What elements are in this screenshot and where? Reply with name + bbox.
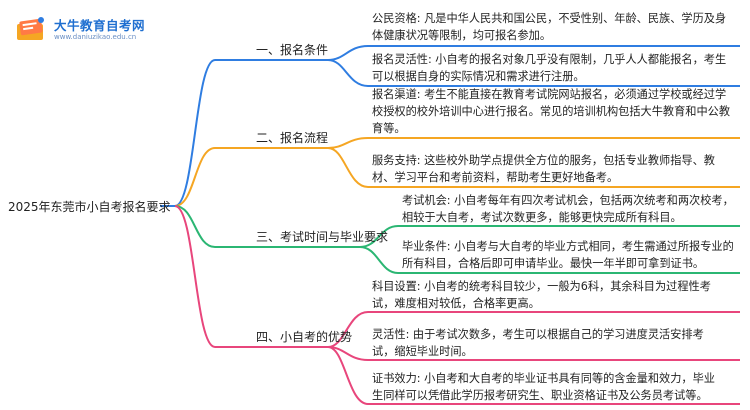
leaf-connector-4b <box>327 346 740 361</box>
leaf-connector-3a <box>359 225 740 248</box>
root-topic: 2025年东莞市小自考报名要求 <box>8 200 171 214</box>
leaf-connector-2a <box>327 137 740 149</box>
leaf-connector-3b <box>359 246 740 274</box>
branch-connector-1 <box>174 59 248 207</box>
leaf-3b: 毕业条件: 小自考与大自考的毕业方式相同，考生需通过所报专业的所有科目，合格后即… <box>402 240 734 270</box>
leaf-3a: 考试机会: 小自考每年有四次考试机会，包括两次统考和两次校考，相较于大自考，考试… <box>402 194 734 224</box>
leaf-4c: 证书效力: 小自考和大自考的毕业证书具有同等的含金量和效力，毕业生同样可以凭借此… <box>372 372 715 402</box>
leaf-2a: 报名渠道: 考生不能直接在教育考试院网站报名，必须通过学校或经过学校授权的校外培… <box>372 88 731 135</box>
branch-label-4: 四、小自考的优势 <box>256 330 353 344</box>
leaf-1a: 公民资格: 凡是中华人民共和国公民，不受性别、年龄、民族、学历及身体健康状况等限… <box>372 12 727 42</box>
branch-connector-3 <box>174 205 248 248</box>
leaf-2b: 服务支持: 这些校外助学点提供全方位的服务，包括专业教师指导、教材、学习平台和考… <box>372 154 715 184</box>
leaf-connector-1b <box>327 59 740 87</box>
leaf-4a: 科目设置: 小自考的统考科目较少，一般为6科，其余科目为过程性考试，难度相对较低… <box>372 280 711 310</box>
leaf-connector-4c <box>327 346 740 405</box>
branch-connector-2 <box>174 147 248 207</box>
leaf-connector-4a <box>327 311 740 348</box>
brand-url: www.daniuzikao.edu.cn <box>54 33 137 41</box>
branch-label-1: 一、报名条件 <box>256 43 329 57</box>
branch-label-2: 二、报名流程 <box>256 131 329 145</box>
brand-logo: 大牛教育自考网 www.daniuzikao.edu.cn <box>14 12 146 46</box>
brand-title: 大牛教育自考网 <box>54 18 146 33</box>
book-icon <box>17 17 44 40</box>
leaf-4b: 灵活性: 由于考试次数多，考生可以根据自己的学习进度灵活安排考试，缩短毕业时间。 <box>372 328 704 358</box>
leaf-connector-2b <box>327 147 740 188</box>
branch-label-3: 三、考试时间与毕业要求 <box>256 230 389 244</box>
leaf-connector-1a <box>327 45 740 61</box>
branch-connector-4 <box>174 205 248 348</box>
leaf-1b: 报名灵活性: 小自考的报名对象几乎没有限制，几乎人人都能报名，考生可以根据自身的… <box>372 53 727 83</box>
